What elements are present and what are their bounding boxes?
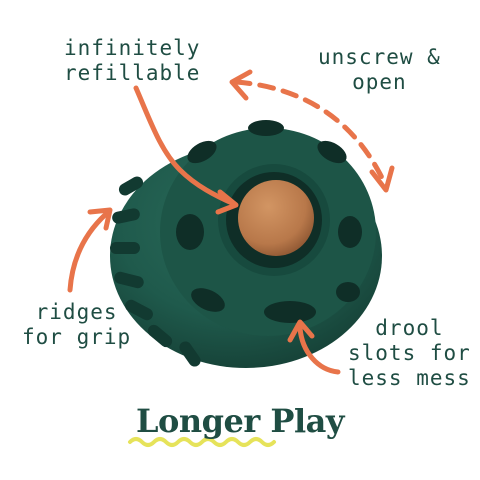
callout-ridges-for-grip: ridges for grip bbox=[22, 300, 132, 349]
treat-icon bbox=[238, 180, 314, 256]
callout-unscrew-open: unscrew & open bbox=[318, 45, 441, 94]
headline-longer-play: Longer Play bbox=[136, 402, 344, 440]
hand-drawn-arrow-icon bbox=[67, 69, 395, 375]
callout-drool-slots: drool slots for less mess bbox=[348, 316, 471, 390]
callout-infinitely-refillable: infinitely refillable bbox=[64, 36, 201, 85]
treat-ball-icon bbox=[110, 120, 382, 368]
